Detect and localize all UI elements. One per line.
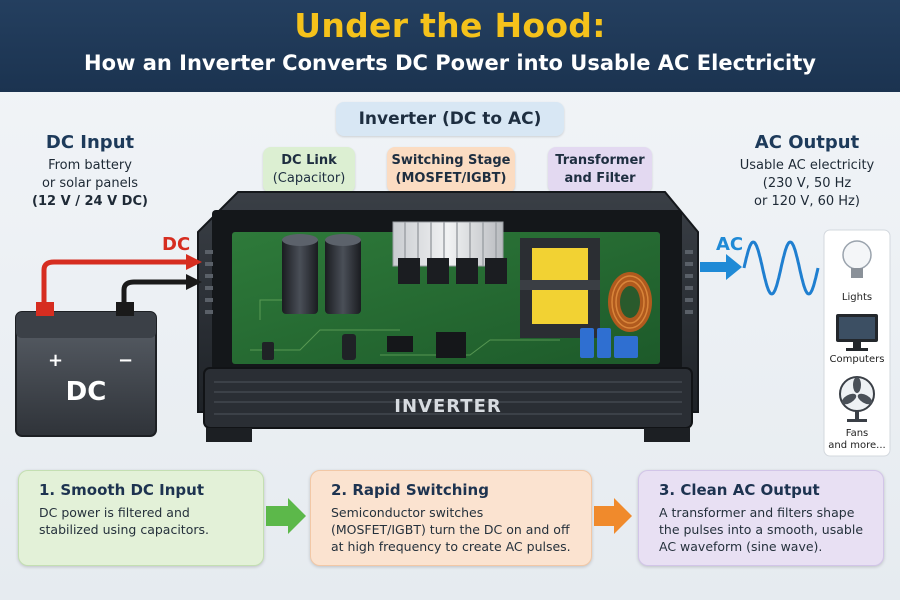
step-2-text: Semiconductor switches (MOSFET/IGBT) tur… [331, 505, 571, 554]
light-bulb-icon [842, 240, 872, 278]
device-label-more: and more... [828, 440, 885, 451]
dc-arrow-label: DC [162, 234, 190, 255]
step-1-title: 1. Smooth DC Input [39, 481, 204, 499]
step-2-title: 2. Rapid Switching [331, 481, 489, 499]
dc-link-label: DC Link (Capacitor) [263, 147, 355, 193]
transformer-filter-label: Transformer and Filter [548, 147, 652, 193]
step-arrow-1-to-2 [266, 498, 306, 534]
filter-capacitors [580, 328, 638, 358]
dc-arrow-head [186, 254, 202, 270]
inverter-label: Inverter (DC to AC) [336, 102, 564, 136]
battery-dc-label: DC [66, 377, 107, 407]
dc-input-info: DC Input From battery or solar panels (1… [10, 132, 170, 211]
inverter-front-panel [203, 367, 693, 442]
ac-arrow-head [726, 254, 742, 280]
battery [15, 302, 157, 437]
step-3-text: A transformer and filters shape the puls… [659, 505, 864, 554]
switching-heatsink [387, 221, 507, 358]
switching-stage-label: Switching Stage (MOSFET/IGBT) [387, 147, 515, 193]
battery-minus-sign: − [118, 350, 133, 371]
step-3-title: 3. Clean AC Output [659, 481, 820, 499]
device-label-lights: Lights [842, 292, 872, 303]
ac-output-info: AC Output Usable AC electricity (230 V, … [722, 132, 892, 211]
computer-monitor-icon [836, 314, 878, 351]
filter-inductor [608, 272, 652, 332]
page-subtitle: How an Inverter Converts DC Power into U… [84, 51, 816, 75]
dc-link-capacitors [262, 234, 361, 360]
page-title: Under the Hood: [294, 6, 606, 45]
step-arrow-2-to-3 [594, 498, 632, 534]
dc-input-title: DC Input [45, 132, 135, 153]
transformer [520, 238, 600, 338]
ac-output-title: AC Output [754, 132, 860, 153]
step-2-box: 2. Rapid Switching Semiconductor switche… [310, 470, 592, 566]
negative-cable [121, 279, 186, 302]
dc-arrow-head-negative [186, 274, 202, 290]
positive-cable [41, 259, 186, 302]
fan-icon [839, 376, 875, 422]
header-banner: Under the Hood: How an Inverter Converts… [0, 0, 900, 92]
step-1-text: DC power is filtered and stabilized usin… [39, 505, 209, 537]
step-1-box: 1. Smooth DC Input DC power is filtered … [18, 470, 264, 566]
step-3-box: 3. Clean AC Output A transformer and fil… [638, 470, 884, 566]
ac-arrow-label: AC [716, 234, 743, 255]
battery-plus-sign: + [48, 350, 63, 371]
ac-sine-wave [742, 240, 820, 296]
inverter-brand-label: INVERTER [394, 396, 501, 417]
device-label-computers: Computers [830, 354, 885, 365]
ac-arrow-shaft [700, 262, 728, 272]
device-label-fans: Fans [846, 428, 869, 439]
